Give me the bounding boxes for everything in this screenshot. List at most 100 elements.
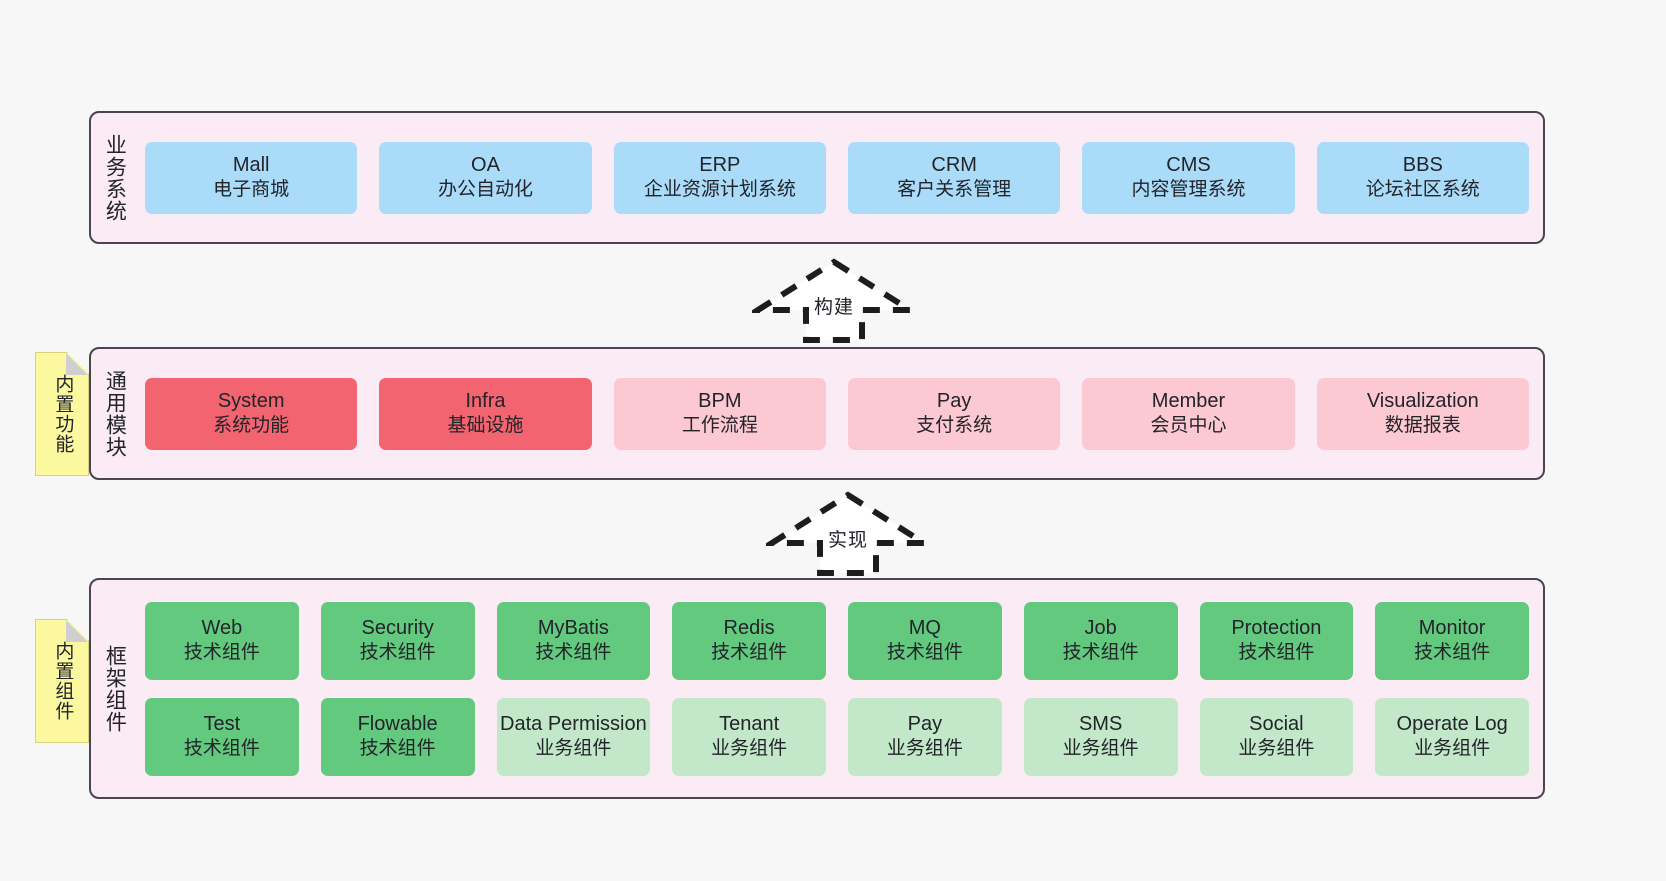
card-subtitle: 办公自动化 — [437, 179, 533, 201]
card-title: ERP — [699, 153, 741, 176]
card-pay[interactable]: Pay 支付系统 — [847, 377, 1061, 450]
card-subtitle: 技术组件 — [1414, 642, 1491, 664]
card-title: Tenant — [719, 712, 780, 735]
card-subtitle: 技术组件 — [711, 642, 788, 664]
card-subtitle: 技术组件 — [183, 642, 260, 664]
card-title: OA — [471, 153, 500, 176]
layer-row: System 系统功能 Infra 基础设施 BPM 工作流程 Pay 支付系统… — [145, 377, 1529, 450]
card-title: MQ — [908, 616, 941, 639]
card-crm[interactable]: CRM 客户关系管理 — [847, 141, 1061, 214]
card-title: Pay — [907, 712, 943, 735]
card-subtitle: 电子商城 — [213, 179, 290, 201]
layer-row: Mall 电子商城 OA 办公自动化 ERP 企业资源计划系统 CRM 客户关系… — [145, 141, 1529, 214]
layer-common-modules: 通用模块 System 系统功能 Infra 基础设施 BPM 工作流程 Pay… — [89, 347, 1545, 480]
card-subtitle: 内容管理系统 — [1131, 179, 1246, 201]
card-title: Flowable — [357, 712, 438, 735]
card-sms[interactable]: SMS 业务组件 — [1023, 697, 1178, 776]
card-subtitle: 客户关系管理 — [897, 179, 1012, 201]
card-system[interactable]: System 系统功能 — [145, 377, 358, 450]
layer-row: Test 技术组件 Flowable 技术组件 Data Permission … — [145, 697, 1529, 776]
card-test[interactable]: Test 技术组件 — [145, 697, 299, 776]
card-subtitle: 业务组件 — [1238, 738, 1315, 760]
card-bpm[interactable]: BPM 工作流程 — [613, 377, 826, 450]
card-title: System — [217, 389, 285, 412]
card-operate-log[interactable]: Operate Log 业务组件 — [1375, 697, 1529, 776]
card-subtitle: 技术组件 — [183, 738, 260, 760]
card-redis[interactable]: Redis 技术组件 — [672, 601, 826, 680]
card-title: MyBatis — [537, 616, 609, 639]
card-title: Protection — [1231, 616, 1322, 639]
card-tenant[interactable]: Tenant 业务组件 — [672, 697, 826, 776]
card-title: CRM — [931, 153, 977, 176]
layer-title-common-modules: 通用模块 — [103, 369, 127, 458]
card-title: CMS — [1166, 153, 1211, 176]
card-subtitle: 技术组件 — [535, 642, 612, 664]
card-title: Monitor — [1418, 616, 1486, 639]
card-flowable[interactable]: Flowable 技术组件 — [320, 697, 475, 776]
card-subtitle: 业务组件 — [1414, 738, 1491, 760]
dashed-block-arrow-up-icon — [766, 491, 930, 576]
note-tag-builtin-functions: 内置功能 — [35, 352, 89, 476]
card-security[interactable]: Security 技术组件 — [320, 601, 475, 680]
card-title: Operate Log — [1396, 712, 1508, 735]
card-protection[interactable]: Protection 技术组件 — [1199, 601, 1354, 680]
card-title: Security — [361, 616, 434, 639]
card-bbs[interactable]: BBS 论坛社区系统 — [1316, 141, 1529, 214]
card-subtitle: 技术组件 — [359, 738, 436, 760]
card-title: Visualization — [1366, 389, 1479, 412]
card-erp[interactable]: ERP 企业资源计划系统 — [613, 141, 826, 214]
card-subtitle: 业务组件 — [535, 738, 612, 760]
card-monitor[interactable]: Monitor 技术组件 — [1375, 601, 1529, 680]
card-subtitle: 数据报表 — [1384, 415, 1461, 437]
layer-title-business-system: 业务系统 — [103, 133, 127, 222]
note-tag-label: 内置功能 — [52, 374, 74, 454]
card-title: Test — [203, 712, 241, 735]
card-data-permission[interactable]: Data Permission 业务组件 — [496, 697, 651, 776]
layer-body-business-system: Mall 电子商城 OA 办公自动化 ERP 企业资源计划系统 CRM 客户关系… — [137, 113, 1543, 242]
note-tag-builtin-components: 内置组件 — [35, 619, 89, 743]
card-subtitle: 论坛社区系统 — [1365, 179, 1480, 201]
card-title: Member — [1151, 389, 1226, 412]
layer-business-system: 业务系统 Mall 电子商城 OA 办公自动化 ERP 企业资源计划系统 CRM… — [89, 111, 1545, 244]
card-title: Social — [1249, 712, 1304, 735]
card-infra[interactable]: Infra 基础设施 — [379, 377, 592, 450]
card-mall[interactable]: Mall 电子商城 — [145, 141, 358, 214]
card-subtitle: 会员中心 — [1150, 415, 1227, 437]
dashed-block-arrow-up-icon — [752, 258, 916, 343]
card-subtitle: 业务组件 — [886, 738, 963, 760]
card-title: Mall — [232, 153, 270, 176]
arrow-label-implement: 实现 — [827, 530, 868, 551]
arrow-implement: 实现 — [766, 489, 930, 577]
note-tag-label: 内置组件 — [52, 641, 74, 721]
card-title: Data Permission — [500, 712, 647, 735]
card-pay-biz[interactable]: Pay 业务组件 — [848, 697, 1002, 776]
card-title: Job — [1084, 616, 1117, 639]
note-fold-icon — [66, 620, 88, 642]
card-title: Web — [201, 616, 243, 639]
layer-framework-components: 框架组件 Web 技术组件 Security 技术组件 MyBatis 技术组件… — [89, 578, 1545, 799]
note-fold-icon — [66, 353, 88, 375]
card-title: Infra — [465, 389, 506, 412]
card-title: Redis — [723, 616, 775, 639]
card-subtitle: 工作流程 — [681, 415, 758, 437]
card-mybatis[interactable]: MyBatis 技术组件 — [496, 601, 651, 680]
card-subtitle: 技术组件 — [886, 642, 963, 664]
card-mq[interactable]: MQ 技术组件 — [848, 601, 1002, 680]
card-subtitle: 业务组件 — [711, 738, 788, 760]
card-subtitle: 企业资源计划系统 — [643, 179, 796, 201]
card-social[interactable]: Social 业务组件 — [1199, 697, 1354, 776]
card-web[interactable]: Web 技术组件 — [145, 601, 299, 680]
card-oa[interactable]: OA 办公自动化 — [379, 141, 592, 214]
card-cms[interactable]: CMS 内容管理系统 — [1082, 141, 1295, 214]
layer-body-framework-components: Web 技术组件 Security 技术组件 MyBatis 技术组件 Redi… — [137, 580, 1543, 797]
card-member[interactable]: Member 会员中心 — [1082, 377, 1295, 450]
card-job[interactable]: Job 技术组件 — [1023, 601, 1178, 680]
layer-body-common-modules: System 系统功能 Infra 基础设施 BPM 工作流程 Pay 支付系统… — [137, 349, 1543, 478]
card-title: BBS — [1402, 153, 1443, 176]
card-title: Pay — [936, 389, 972, 412]
card-visualization[interactable]: Visualization 数据报表 — [1316, 377, 1529, 450]
arrow-label-build: 构建 — [813, 297, 854, 318]
card-subtitle: 支付系统 — [916, 415, 993, 437]
card-subtitle: 业务组件 — [1062, 738, 1139, 760]
